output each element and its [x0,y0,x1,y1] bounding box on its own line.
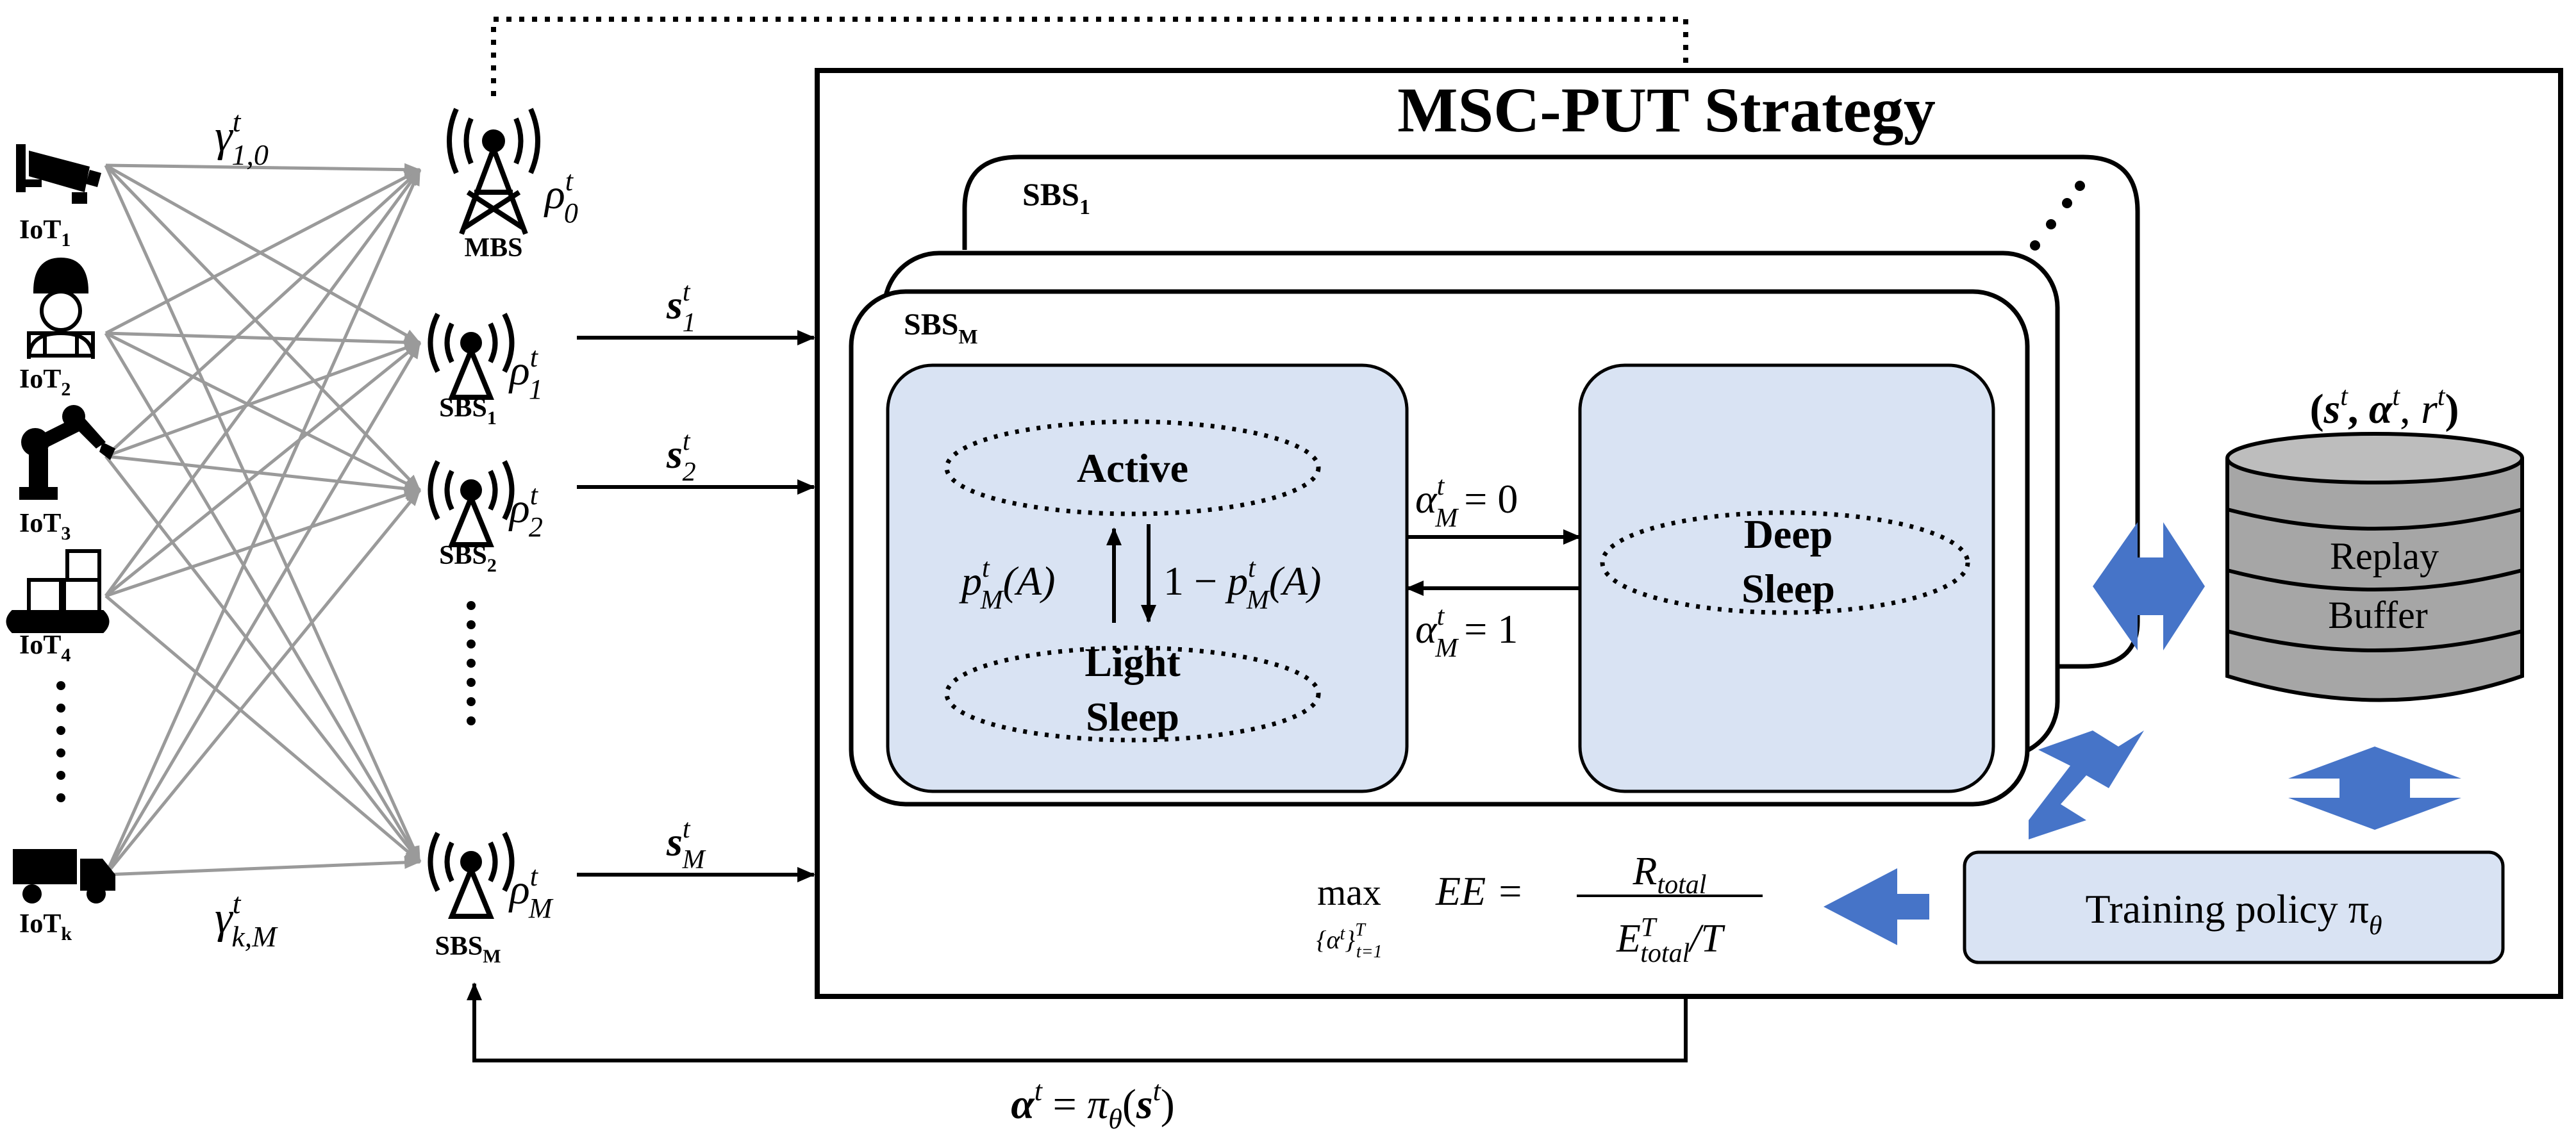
link-iot-4-bs-0 [104,169,422,597]
replay-tuple: (st, αt, rt) [2310,382,2459,433]
policy-replay-arrow [2288,747,2461,830]
link-iot-4-bs-2 [105,488,421,598]
iot-bs-links [104,163,422,877]
ellipsis-dots-stack [2030,181,2085,251]
deep-sleep-state-box [1578,363,1995,793]
iot-label-3: IoT3 [19,509,71,544]
sbs-tower-icon-2 [428,460,515,547]
sbs-tower-icon-1 [428,313,515,400]
feedback-loop-line [467,982,1688,1062]
deep-sleep-label-2: Sleep [1741,566,1835,611]
bs-ellipsis-dots [467,601,476,725]
replay-exchange-arrow [2093,522,2205,650]
active-label: Active [1077,445,1188,491]
link-iot-2-bs-2 [104,331,421,492]
feedback-policy-label: αt = πθ(st) [1011,1075,1175,1135]
link-iot-5-bs-3 [105,855,421,877]
diagonal-exchange-arrow [2029,730,2144,839]
link-iot-4-bs-3 [104,595,421,863]
sbs-tower-icon-3 [428,832,515,919]
light-sleep-label-2: Sleep [1086,694,1179,739]
robot-arm-icon [19,405,115,500]
mbs-tower-icon [447,108,540,235]
light-sleep-label-1: Light [1084,640,1181,685]
strategy-title: MSC-PUT Strategy [1397,74,1936,145]
link-iot-3-bs-0 [104,169,421,458]
bs-label-1: SBS1 [439,393,497,429]
bs-label-3: SBSM [435,932,501,967]
mbs-control-dotted-line [491,17,1688,96]
deep-sleep-state [1600,510,1970,615]
iot-label-k: IoTk [19,909,72,945]
link-iot-2-bs-3 [104,332,422,863]
cctv-camera-icon [16,144,101,204]
iot-label-2: IoT2 [19,365,71,400]
objective-max: max [1317,871,1381,913]
truck-icon [13,849,115,904]
link-iot-5-bs-0 [104,169,422,876]
sbs-card-1-label: SBS1 [1022,176,1090,219]
sbs-card-m-label: SBSM [904,308,978,348]
light-sleep-state [944,645,1321,743]
sbs-towers [428,313,515,919]
link-iot-1-bs-0 [105,163,421,176]
blue-arrows [1824,522,2461,945]
link-iot-1-bs-3 [104,164,422,863]
replay-label: Replay [2330,535,2439,577]
policy-to-objective-arrow [1824,868,1929,945]
link-iot-5-bs-2 [104,489,421,876]
iot-label-1: IoT1 [19,215,71,251]
link-iot-4-bs-1 [104,342,421,597]
link-iot-3-bs-1 [105,341,421,458]
link-iot-2-bs-0 [104,168,421,335]
link-iot-1-bs-1 [104,163,421,345]
bs-label-2: SBS2 [439,541,497,576]
deep-sleep-label-1: Deep [1744,511,1833,557]
buffer-label: Buffer [2328,594,2428,636]
link-iot-2-bs-1 [105,331,421,349]
active-state [944,419,1321,516]
training-policy-box [1963,850,2505,964]
replay-buffer-cylinder [2225,432,2524,702]
link-iot-3-bs-2 [105,454,421,495]
iot-ellipsis-dots [56,681,65,802]
objective-lhs: EE = [1435,868,1524,914]
worker-icon [27,257,95,359]
link-iot-1-bs-2 [104,164,421,491]
link-iot-5-bs-1 [104,342,422,876]
bs-label-0: MBS [464,233,522,263]
conveyor-icon [6,549,110,633]
training-policy-label: Training policy πθ [2085,886,2382,941]
iot-label-4: IoT4 [19,631,71,666]
